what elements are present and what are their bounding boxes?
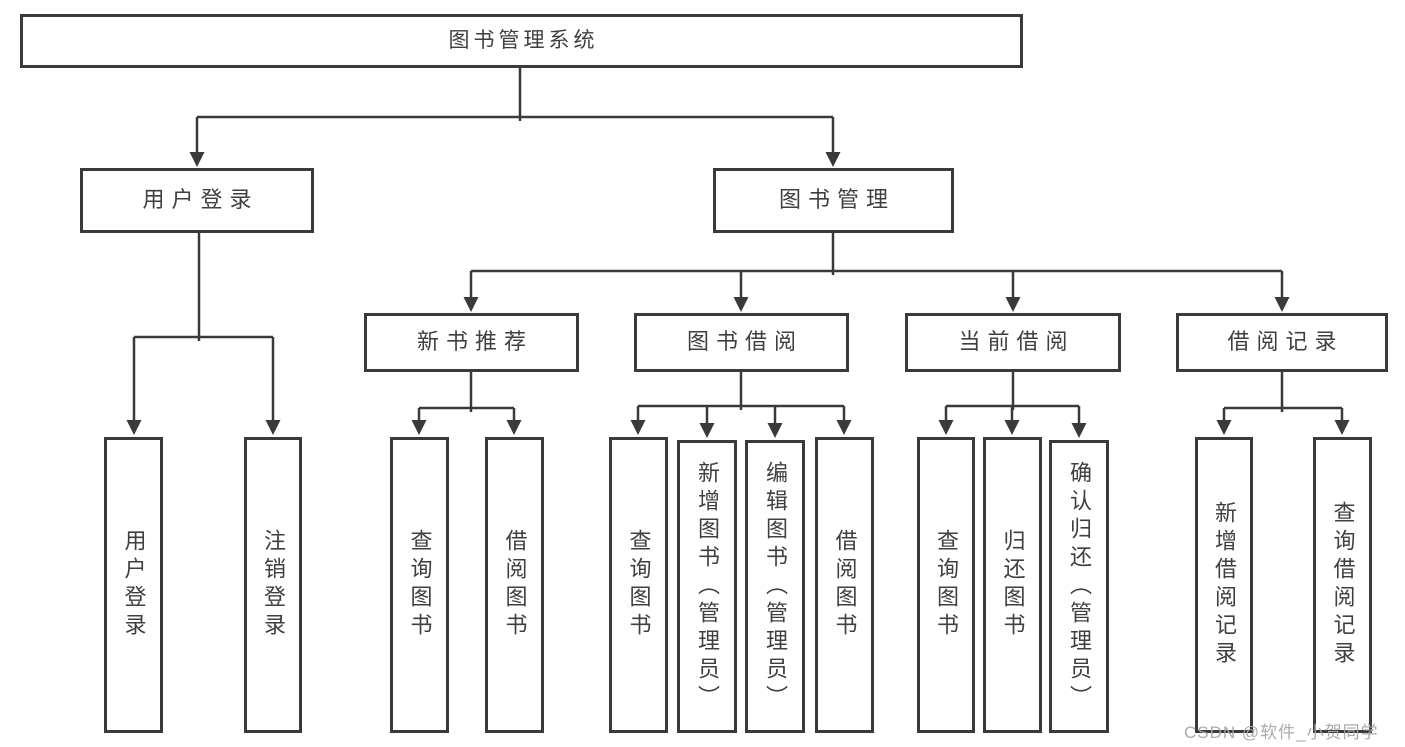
leaf-query-borrow-record-label: 查询借阅记录	[1330, 501, 1356, 669]
leaf-edit-book-admin: 编辑图书（管理员）	[745, 440, 805, 733]
leaf-return-book-label: 归还图书	[1000, 529, 1026, 641]
node-book-management-branch-label: 图书管理	[778, 187, 895, 213]
leaf-query-books-1-label: 查询图书	[407, 529, 433, 641]
leaf-return-book: 归还图书	[983, 437, 1042, 733]
node-user-login-branch-label: 用户登录	[142, 187, 259, 213]
arrowheads	[126, 152, 1350, 438]
leaf-borrow-books-2: 借阅图书	[815, 437, 874, 733]
leaf-borrow-books-1-label: 借阅图书	[502, 529, 528, 641]
leaf-confirm-return-admin: 确认归还（管理员）	[1049, 440, 1109, 733]
leaf-confirm-return-admin-label: 确认归还（管理员）	[1067, 460, 1092, 713]
leaf-user-login-label: 用户登录	[121, 529, 147, 641]
leaf-query-borrow-record: 查询借阅记录	[1313, 437, 1372, 733]
node-current-borrow-label: 当前借阅	[958, 329, 1075, 355]
leaf-borrow-books-1: 借阅图书	[485, 437, 544, 733]
leaf-query-books-2-label: 查询图书	[626, 529, 652, 641]
node-book-borrow: 图书借阅	[634, 313, 849, 372]
connector-lines	[132, 68, 1344, 424]
leaf-query-books-1: 查询图书	[390, 437, 449, 733]
leaf-add-book-admin-label: 新增图书（管理员）	[695, 460, 720, 713]
leaf-add-borrow-record-label: 新增借阅记录	[1212, 501, 1237, 669]
leaf-query-books-3: 查询图书	[917, 437, 975, 733]
node-new-book-recommend-label: 新书推荐	[416, 329, 533, 355]
leaf-user-login: 用户登录	[104, 437, 163, 733]
node-book-management-branch: 图书管理	[713, 168, 954, 233]
leaf-borrow-books-2-label: 借阅图书	[832, 529, 858, 641]
node-system-root-label: 图书管理系统	[448, 29, 599, 53]
node-system-root: 图书管理系统	[20, 14, 1023, 68]
node-new-book-recommend: 新书推荐	[364, 313, 579, 372]
leaf-query-books-3-label: 查询图书	[934, 529, 959, 641]
node-borrow-records-label: 借阅记录	[1227, 329, 1344, 355]
leaf-query-books-2: 查询图书	[609, 437, 668, 733]
csdn-watermark: CSDN @软件_小贺同学	[1184, 723, 1379, 742]
leaf-edit-book-admin-label: 编辑图书（管理员）	[763, 460, 788, 713]
leaf-logout-label: 注销登录	[261, 529, 286, 641]
leaf-add-book-admin: 新增图书（管理员）	[677, 440, 737, 733]
node-current-borrow: 当前借阅	[905, 313, 1121, 372]
node-user-login-branch: 用户登录	[80, 168, 314, 233]
node-borrow-records: 借阅记录	[1176, 313, 1388, 372]
node-book-borrow-label: 图书借阅	[686, 329, 803, 355]
leaf-logout: 注销登录	[244, 437, 302, 733]
leaf-add-borrow-record: 新增借阅记录	[1195, 437, 1253, 733]
